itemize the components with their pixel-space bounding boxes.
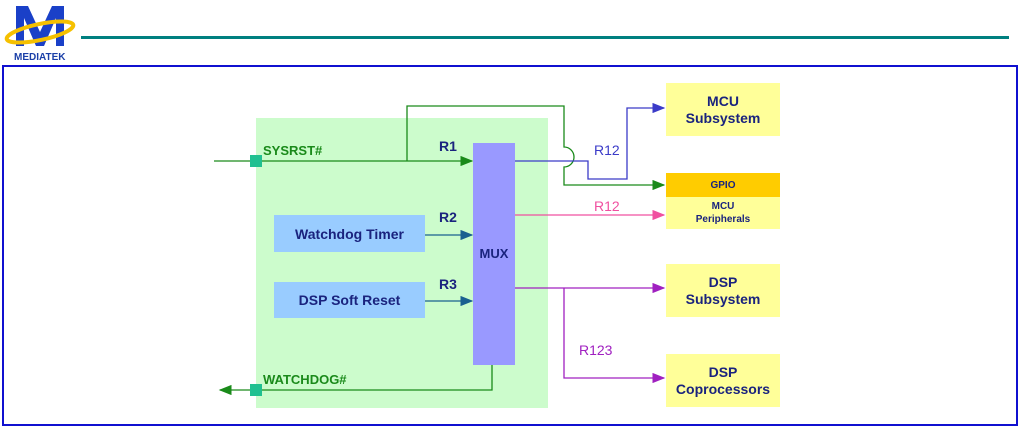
dsp-coprocessors-line1: DSP	[708, 363, 738, 380]
dsp-soft-reset-label: DSP Soft Reset	[298, 292, 401, 308]
mcu-subsystem-line2: Subsystem	[685, 109, 761, 126]
r123-label: R123	[579, 342, 613, 358]
mcu-peripherals-block: MCU Peripherals	[666, 197, 780, 229]
mcu-peripherals-line1: MCU	[711, 201, 735, 212]
logo-text: MEDIATEK	[14, 52, 66, 63]
r12-pink-label: R12	[594, 198, 620, 214]
dsp-subsystem-line1: DSP	[708, 273, 738, 290]
r1-label: R1	[439, 138, 457, 154]
r2-label: R2	[439, 209, 457, 225]
watchdog-timer-block: Watchdog Timer	[274, 215, 425, 252]
sysrst-gpio-wire	[406, 105, 666, 191]
r12-blue-label: R12	[594, 142, 620, 158]
dsp-coprocessors-line2: Coprocessors	[675, 380, 771, 397]
sysrst-pin	[250, 155, 262, 167]
watchdog-timer-label: Watchdog Timer	[295, 225, 404, 242]
mux-label-box: MUX	[473, 243, 515, 263]
r12-mcu-wire	[515, 102, 666, 180]
r3-label: R3	[439, 276, 457, 292]
dsp-soft-reset-block: DSP Soft Reset	[274, 282, 425, 318]
mcu-subsystem-line1: MCU	[707, 92, 739, 109]
dsp-subsystem-line2: Subsystem	[685, 290, 761, 307]
dsp-coprocessors-block: DSP Coprocessors	[666, 354, 780, 407]
mux-label: MUX	[479, 245, 509, 261]
gpio-block: GPIO	[666, 173, 780, 197]
logo-m-icon	[4, 6, 76, 46]
dsp-subsystem-block: DSP Subsystem	[666, 264, 780, 317]
slide-frame	[2, 65, 1018, 426]
header-divider	[81, 36, 1009, 39]
mcu-subsystem-block: MCU Subsystem	[666, 83, 780, 136]
sysrst-label: SYSRST#	[263, 143, 323, 158]
watchdog-out-label: WATCHDOG#	[263, 372, 347, 387]
mediatek-logo: MEDIATEK	[4, 2, 76, 64]
mcu-peripherals-line2: Peripherals	[695, 214, 751, 225]
gpio-label: GPIO	[710, 179, 736, 191]
mux-block	[473, 143, 515, 365]
watchdog-pin	[250, 384, 262, 396]
r123-coproc-wire	[563, 288, 666, 384]
watchdog-out-wire	[218, 365, 493, 396]
